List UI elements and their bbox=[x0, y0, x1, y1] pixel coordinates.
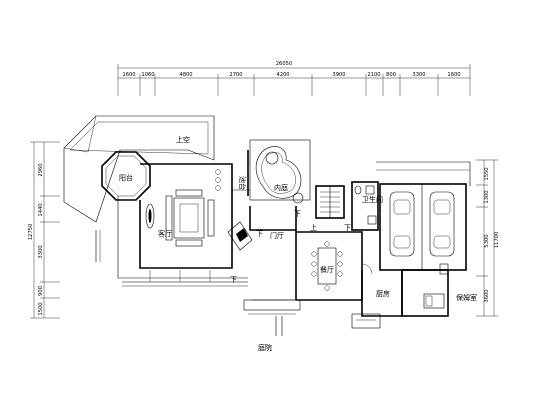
dim-left-5: 1500 bbox=[38, 302, 44, 315]
room-label-pool-balcony: 池台 bbox=[238, 176, 247, 190]
dim-right-4: 3600 bbox=[484, 289, 490, 302]
room-label-courtyard: 庭院 bbox=[258, 343, 272, 352]
dim-top-5: 4200 bbox=[276, 72, 289, 78]
stair-mark-down-4: 下 bbox=[344, 224, 351, 232]
left-dimension-chain: 12750 2960 1440 3300 900 1500 bbox=[28, 141, 60, 319]
dim-top-6: 3900 bbox=[332, 72, 345, 78]
garage bbox=[376, 161, 471, 271]
dim-right-3: 5300 bbox=[484, 234, 490, 247]
living-room-walls bbox=[117, 150, 250, 279]
overall-depth-label: 12750 bbox=[28, 224, 34, 241]
octagon-balcony bbox=[101, 151, 151, 201]
dim-top-4: 2700 bbox=[229, 72, 242, 78]
bathroom bbox=[351, 181, 379, 231]
dining-room bbox=[296, 231, 363, 301]
right-dimension-chain: 11700 1550 1300 5300 3600 bbox=[476, 159, 500, 317]
dim-right-1: 1550 bbox=[484, 167, 490, 180]
stair-mark-down-1: 下 bbox=[256, 230, 263, 238]
dim-left-1: 2960 bbox=[38, 163, 44, 176]
foyer-area bbox=[227, 206, 301, 336]
living-room-furniture bbox=[145, 169, 221, 247]
dim-top-1: 1600 bbox=[122, 72, 135, 78]
dim-top-10: 1600 bbox=[447, 72, 460, 78]
dim-top-7: 2100 bbox=[367, 72, 380, 78]
dim-left-3: 3300 bbox=[38, 245, 44, 258]
dim-top-8: 800 bbox=[386, 72, 396, 78]
stair-mark-down-2: 下 bbox=[230, 276, 237, 284]
room-label-nanny-room: 保姆室 bbox=[456, 293, 477, 302]
room-labels: 上空 阳台 池台 客厅 内庭 门厅 餐厅 卫生间 厨房 保姆室 庭院 bbox=[119, 135, 477, 352]
dim-top-3: 4800 bbox=[179, 72, 192, 78]
room-label-bathroom: 卫生间 bbox=[362, 195, 383, 204]
top-dimension-chain: 26050 1600 1060 4800 2700 4200 3900 2100… bbox=[117, 61, 471, 96]
balustrade bbox=[95, 230, 248, 287]
stair-mark-down-3: 下 bbox=[294, 210, 301, 218]
dim-top-2: 1060 bbox=[141, 72, 154, 78]
dim-top-9: 3300 bbox=[412, 72, 425, 78]
overall-right-label: 11700 bbox=[494, 232, 500, 249]
void-terrace-outline bbox=[63, 115, 215, 223]
dim-left-4: 900 bbox=[38, 286, 44, 296]
inner-courtyard bbox=[249, 139, 311, 204]
stair-marks: 下 下 下 上 下 bbox=[230, 210, 351, 284]
nanny-room bbox=[401, 263, 449, 317]
stair-mark-up-1: 上 bbox=[310, 223, 317, 232]
room-label-kitchen: 厨房 bbox=[376, 289, 390, 298]
room-label-inner-court: 内庭 bbox=[274, 183, 288, 192]
overall-width-label: 26050 bbox=[276, 61, 293, 67]
dim-left-2: 1440 bbox=[38, 203, 44, 216]
room-label-balcony: 阳台 bbox=[119, 173, 133, 182]
room-label-dining: 餐厅 bbox=[320, 265, 334, 274]
stair-core bbox=[315, 185, 345, 219]
room-label-foyer: 门厅 bbox=[270, 231, 284, 240]
room-label-living: 客厅 bbox=[158, 229, 172, 238]
room-label-void: 上空 bbox=[176, 135, 190, 144]
dim-right-2: 1300 bbox=[484, 190, 490, 203]
